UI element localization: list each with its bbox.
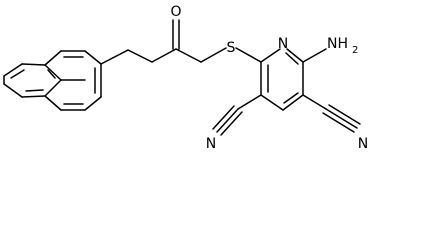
naphthalene-left-ring bbox=[3, 63, 62, 98]
pyridine-nitrogen-label: N bbox=[278, 36, 288, 52]
oxygen-atom-label: O bbox=[170, 4, 181, 20]
nitrile-left bbox=[212, 94, 262, 136]
pyridine-ring bbox=[260, 48, 304, 111]
naphthalene-right-ring bbox=[44, 50, 102, 111]
sulfur-atom-label: S bbox=[227, 40, 236, 56]
amino-substituent bbox=[302, 48, 327, 63]
amine-subscript: 2 bbox=[352, 45, 358, 56]
amine-label: NH bbox=[327, 36, 348, 52]
nitrile-right-nitrogen-label: N bbox=[358, 136, 368, 152]
nitrile-right bbox=[302, 94, 361, 133]
nitrile-left-nitrogen-label: N bbox=[206, 136, 216, 152]
molecule-structure-diagram: O S N NH 2 N N bbox=[3, 4, 368, 152]
amine-group-label: NH 2 bbox=[327, 36, 358, 56]
keto-linker bbox=[100, 19, 262, 65]
